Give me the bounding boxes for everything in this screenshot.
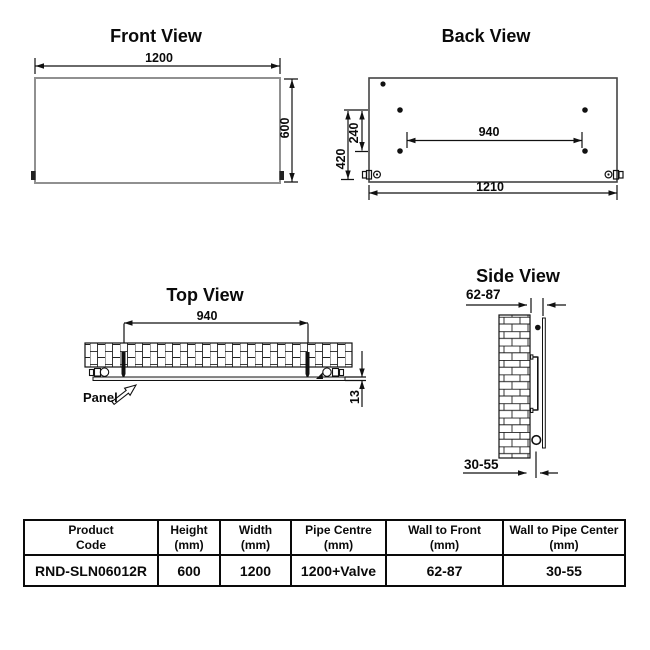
front-height-dim-label: 600: [278, 117, 293, 139]
panel-label: Panel: [83, 390, 118, 405]
spec-value-pipe-centre: 1200+Valve: [290, 554, 387, 587]
front-left-valve-tab: [31, 171, 36, 180]
front-view-title: Front View: [110, 26, 202, 46]
header-line: (mm): [549, 537, 579, 552]
spec-header-height: Height (mm): [157, 519, 221, 556]
spec-header-wall-to-front: Wall to Front (mm): [385, 519, 504, 556]
panel-callout-arrow: [111, 384, 138, 406]
header-line: (mm): [174, 537, 204, 552]
top-view-title: Top View: [166, 285, 244, 305]
side-view-title: Side View: [476, 266, 560, 286]
header-line: (mm): [240, 537, 271, 552]
spec-table-value-row: RND-SLN06012R 600 1200 1200+Valve 62-87 …: [23, 554, 626, 587]
wall-bracket: [121, 352, 126, 379]
back-total-width-dim-label: 1210: [476, 180, 504, 194]
back-bracket-span-dim-label: 940: [478, 125, 500, 139]
back-left-valve-fitting: [361, 169, 382, 180]
top-view-drawing: [84, 320, 366, 407]
spec-table: Product Code Height (mm) Width (mm) Pipe…: [23, 519, 626, 587]
top-right-valve-fitting: [316, 367, 345, 379]
header-line: (mm): [323, 537, 354, 552]
spec-table-header-row: Product Code Height (mm) Width (mm) Pipe…: [23, 519, 626, 556]
back-bracket-spacing-dim-label: 240: [347, 122, 362, 143]
side-wall-to-pipe-dim-label: 30-55: [464, 457, 499, 472]
spec-value-wall-to-front: 62-87: [385, 554, 504, 587]
spec-header-product-code: Product Code: [23, 519, 159, 556]
header-line: Pipe Centre: [305, 522, 372, 537]
back-upper-bracket-dim-label: 420: [334, 148, 349, 169]
header-line: Width: [238, 522, 273, 537]
extension-line: [530, 298, 544, 316]
spec-value-product-code: RND-SLN06012R: [23, 554, 159, 587]
extension-line: [341, 109, 368, 181]
top-bracket-span-dim-label: 940: [196, 309, 218, 323]
mounting-hole: [582, 107, 588, 113]
side-view-drawing: [463, 298, 566, 478]
header-line: Wall to Front: [408, 522, 481, 537]
spec-header-width: Width (mm): [219, 519, 292, 556]
front-radiator-outline: [34, 77, 281, 184]
header-line: Product: [68, 522, 114, 537]
panel-strip: [92, 376, 346, 381]
pipe-connection: [531, 434, 542, 446]
header-line: Height: [170, 522, 208, 537]
front-width-dim-label: 1200: [145, 51, 173, 65]
air-vent-hole: [380, 81, 386, 87]
header-line: Wall to Pipe Center: [509, 522, 619, 537]
spec-value-width: 1200: [219, 554, 292, 587]
back-right-valve-fitting: [604, 169, 624, 180]
front-right-valve-tab: [279, 171, 284, 180]
panel-side-profile: [542, 317, 546, 449]
wall-bracket-side-profile: [530, 354, 539, 413]
mounting-hole: [397, 148, 403, 154]
spec-header-wall-to-pipe-center: Wall to Pipe Center (mm): [502, 519, 626, 556]
header-line: Code: [76, 537, 106, 552]
panel-thickness-dim-label: 13: [348, 389, 363, 404]
mounting-hole: [582, 148, 588, 154]
extension-line: [284, 78, 298, 183]
front-view-drawing: [31, 58, 298, 184]
radiator-side-profile: [498, 314, 531, 459]
side-wall-to-front-dim-label: 62-87: [466, 287, 501, 302]
spec-header-pipe-centre: Pipe Centre (mm): [290, 519, 387, 556]
back-view-title: Back View: [441, 26, 531, 46]
spec-value-wall-to-pipe-center: 30-55: [502, 554, 626, 587]
extension-line: [345, 376, 366, 382]
spec-value-height: 600: [157, 554, 221, 587]
extension-line: [34, 58, 281, 74]
mounting-hole: [397, 107, 403, 113]
back-radiator-outline: [368, 77, 618, 183]
back-view-drawing: [341, 77, 624, 200]
wall-bracket: [305, 352, 310, 379]
top-left-valve-fitting: [88, 367, 110, 377]
bracket-fixing-dot: [535, 324, 541, 331]
header-line: (mm): [429, 537, 460, 552]
